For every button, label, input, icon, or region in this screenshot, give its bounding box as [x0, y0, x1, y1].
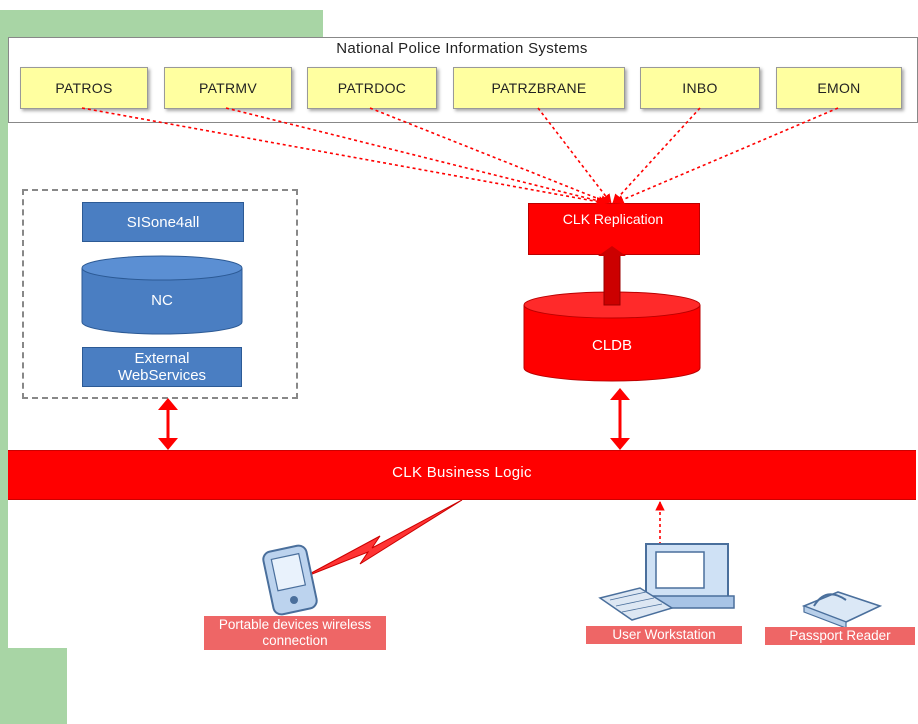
passport-reader-label: Passport Reader: [765, 627, 915, 645]
green-panel-top: [0, 10, 323, 40]
business-logic-label: CLK Business Logic: [392, 464, 532, 481]
external-systems-group: [22, 189, 298, 399]
connector-emon: [614, 107, 839, 205]
nc-cylinder: [81, 255, 243, 335]
external-bl-arrow: [158, 398, 178, 450]
replication-connectors: [81, 107, 839, 207]
replication-cldb-connector: [603, 252, 621, 306]
workstation-label: User Workstation: [586, 626, 742, 644]
cldb-bl-arrow: [610, 388, 630, 450]
replication-arrowhead: [598, 246, 626, 256]
connector-patrdoc: [369, 107, 610, 205]
cldb-label: CLDB: [591, 337, 632, 354]
green-panel-bottom: [0, 648, 67, 724]
clk-replication-label: CLK Replication: [562, 211, 664, 227]
connector-patrzbrane: [537, 107, 612, 204]
nc-label: NC: [151, 292, 173, 309]
clk-replication-box: [528, 203, 700, 255]
passport-reader-icon: [801, 591, 883, 629]
sisone4all-box: SISone4all: [82, 202, 244, 242]
system-box-patrdoc: PATRDOC: [307, 67, 437, 109]
business-logic-bar: [8, 450, 916, 500]
system-box-patros: PATROS: [20, 67, 148, 109]
system-box-patrmv: PATRMV: [164, 67, 292, 109]
connector-patros: [81, 107, 606, 207]
portable-devices-label: Portable devices wireless connection: [204, 616, 386, 650]
workstation-icon: [598, 543, 735, 621]
connector-inbo: [612, 107, 701, 204]
webservices-box: External WebServices: [82, 347, 242, 387]
system-box-emon: EMON: [776, 67, 902, 109]
wireless-bolt-icon: [301, 499, 463, 579]
pda-icon: [262, 544, 318, 616]
green-panel-left: [0, 10, 8, 650]
systems-title: National Police Information Systems: [336, 40, 588, 57]
system-box-inbo: INBO: [640, 67, 760, 109]
system-box-patrzbrane: PATRZBRANE: [453, 67, 625, 109]
